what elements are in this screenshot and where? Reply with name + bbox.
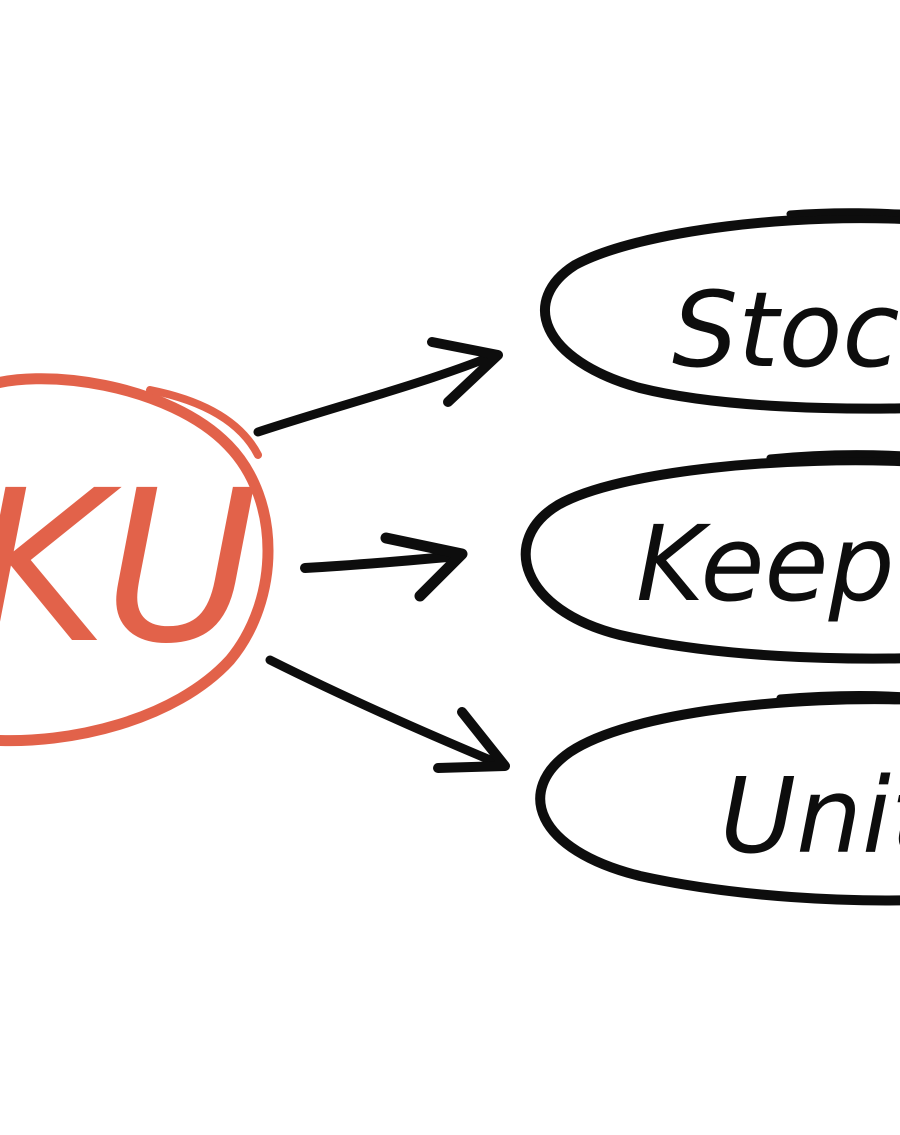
- target-node-keeping: Keep: [520, 450, 900, 664]
- target-label: Keep: [636, 503, 894, 625]
- arrow-to-unit: [265, 655, 510, 773]
- target-node-stock: Stoc: [540, 208, 900, 414]
- source-ellipse: [0, 373, 274, 747]
- target-node-unit: Unit: [535, 691, 900, 906]
- arrow-head: [380, 532, 468, 602]
- arrow-to-stock: [253, 337, 503, 437]
- target-ellipse: [520, 455, 900, 664]
- target-ellipse-overlap: [776, 691, 900, 702]
- target-ellipse: [535, 694, 900, 906]
- target-label: Unit: [720, 755, 900, 877]
- arrow-shaft: [300, 551, 463, 573]
- arrow-shaft: [253, 350, 500, 437]
- source-node: KU: [0, 373, 274, 747]
- target-ellipse-overlap: [766, 450, 900, 462]
- target-ellipse-overlap: [786, 208, 900, 218]
- source-label: KU: [0, 445, 258, 690]
- arrow-to-keeping: [300, 532, 468, 602]
- arrow-head: [427, 337, 503, 407]
- arrow-head: [433, 707, 510, 773]
- arrow-shaft: [265, 655, 507, 770]
- source-ellipse-overlap: [146, 386, 262, 459]
- target-label: Stoc: [672, 269, 900, 391]
- target-ellipse: [540, 213, 900, 414]
